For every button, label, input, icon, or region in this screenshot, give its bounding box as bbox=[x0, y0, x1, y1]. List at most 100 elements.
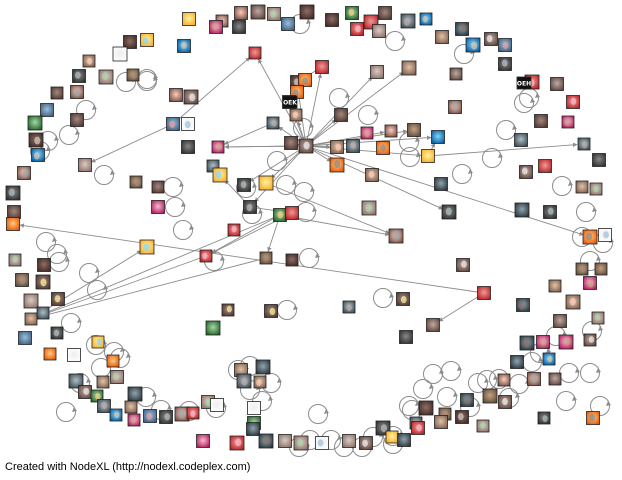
profile-thumbnail-node bbox=[19, 332, 32, 345]
profile-thumbnail-node bbox=[316, 61, 329, 74]
profile-thumbnail-node bbox=[366, 169, 379, 182]
thumbnail-image bbox=[427, 319, 440, 332]
self-loop bbox=[309, 405, 328, 424]
thumbnail-detail bbox=[548, 207, 554, 214]
self-loop-arrowhead bbox=[181, 202, 186, 207]
thumbnail-detail bbox=[580, 266, 585, 273]
thumbnail-image bbox=[125, 401, 137, 413]
profile-thumbnail-node bbox=[584, 277, 597, 290]
profile-thumbnail-node bbox=[485, 33, 498, 46]
self-loop bbox=[497, 121, 516, 140]
self-loop-arrowhead bbox=[86, 378, 91, 383]
profile-thumbnail-node bbox=[316, 437, 329, 450]
self-loop-arrowhead bbox=[538, 357, 543, 362]
thumbnail-detail bbox=[202, 253, 207, 260]
self-loop-arrowhead bbox=[401, 36, 406, 41]
profile-thumbnail-node bbox=[25, 313, 37, 325]
profile-thumbnail-node bbox=[83, 55, 95, 67]
thumbnail-image bbox=[282, 18, 295, 31]
self-loop-arrowhead bbox=[220, 256, 225, 261]
thumbnail-image bbox=[51, 87, 63, 99]
self-loop bbox=[174, 221, 193, 240]
self-loop-arrowhead bbox=[476, 402, 481, 407]
thumbnail-image bbox=[549, 280, 561, 292]
thumbnail-detail bbox=[75, 71, 81, 78]
self-loop-arrowhead bbox=[110, 170, 115, 175]
profile-thumbnail-node bbox=[211, 399, 224, 412]
profile-thumbnail-node bbox=[197, 435, 210, 448]
self-loop bbox=[359, 106, 378, 125]
thumbnail-detail bbox=[83, 388, 89, 395]
thumbnail-image bbox=[197, 435, 210, 448]
thumbnail-image bbox=[316, 61, 329, 74]
profile-thumbnail-node bbox=[397, 293, 410, 306]
profile-thumbnail-node bbox=[389, 229, 403, 243]
self-loop bbox=[268, 152, 287, 171]
profile-thumbnail-node bbox=[213, 168, 227, 182]
thumbnail-detail bbox=[523, 339, 529, 347]
thumbnail-detail bbox=[502, 59, 508, 66]
profile-thumbnail-node bbox=[554, 315, 567, 328]
profile-thumbnail-node bbox=[36, 275, 50, 289]
thumbnail-detail bbox=[87, 58, 92, 65]
thumbnail-detail bbox=[347, 304, 352, 311]
profile-thumbnail-node bbox=[326, 14, 339, 27]
thumbnail-detail bbox=[394, 231, 400, 239]
text-thumbnail-node: OEK bbox=[283, 96, 297, 108]
thumbnail-detail bbox=[503, 42, 509, 49]
profile-thumbnail-node bbox=[538, 412, 550, 424]
profile-thumbnail-node bbox=[401, 14, 415, 28]
profile-thumbnail-node bbox=[73, 70, 86, 83]
profile-thumbnail-node bbox=[160, 411, 173, 424]
thumbnail-image bbox=[402, 61, 416, 75]
self-loop bbox=[278, 301, 297, 320]
thumbnail-detail bbox=[369, 171, 375, 178]
thumbnail-detail bbox=[570, 298, 576, 306]
thumbnail-detail bbox=[589, 414, 595, 421]
self-loop-arrowhead bbox=[493, 375, 498, 380]
thumbnail-detail bbox=[304, 142, 310, 150]
profile-thumbnail-node bbox=[385, 125, 397, 137]
self-loop bbox=[297, 203, 316, 222]
profile-thumbnail-node bbox=[499, 58, 512, 71]
self-loop-arrowhead bbox=[293, 305, 298, 310]
profile-thumbnail-node bbox=[268, 8, 281, 21]
thumbnail-image bbox=[408, 124, 421, 137]
thumbnail-detail bbox=[522, 167, 528, 174]
profile-thumbnail-node bbox=[517, 299, 530, 312]
profile-thumbnail-node bbox=[251, 5, 265, 19]
thumbnail-detail bbox=[190, 411, 195, 418]
profile-thumbnail-node bbox=[238, 179, 251, 192]
thumbnail-image bbox=[373, 25, 386, 38]
thumbnail-image bbox=[235, 7, 248, 20]
thumbnail-detail bbox=[302, 77, 308, 84]
profile-thumbnail-node bbox=[52, 293, 65, 306]
thumbnail-detail bbox=[336, 144, 342, 151]
thumbnail-detail bbox=[487, 35, 493, 42]
edge bbox=[91, 124, 173, 162]
text-thumbnail-node: OEH bbox=[517, 77, 531, 89]
thumbnail-detail bbox=[215, 171, 221, 179]
self-loop-arrowhead bbox=[606, 401, 611, 406]
profile-thumbnail-node bbox=[335, 109, 348, 122]
self-loop-arrowhead bbox=[152, 392, 157, 397]
profile-thumbnail-node bbox=[97, 376, 109, 388]
self-loop-arrowhead bbox=[484, 378, 489, 383]
thumbnail-detail bbox=[380, 144, 386, 151]
thumbnail-detail bbox=[241, 181, 247, 188]
thumbnail-detail bbox=[350, 142, 356, 149]
thumbnail-image bbox=[371, 66, 384, 79]
profile-thumbnail-node bbox=[260, 252, 272, 264]
profile-thumbnail-node bbox=[182, 118, 195, 131]
thumbnail-detail bbox=[404, 18, 410, 26]
thumbnail-detail bbox=[531, 375, 537, 382]
thumbnail-detail bbox=[181, 42, 187, 49]
profile-thumbnail-node bbox=[587, 412, 600, 425]
thumbnail-image bbox=[206, 321, 220, 335]
self-loop-arrowhead bbox=[258, 209, 263, 214]
self-loop-arrowhead bbox=[72, 407, 77, 412]
profile-thumbnail-node bbox=[590, 183, 602, 195]
profile-thumbnail-node bbox=[182, 141, 195, 154]
self-loop-arrowhead bbox=[310, 187, 315, 192]
thumbnail-image bbox=[113, 47, 127, 61]
